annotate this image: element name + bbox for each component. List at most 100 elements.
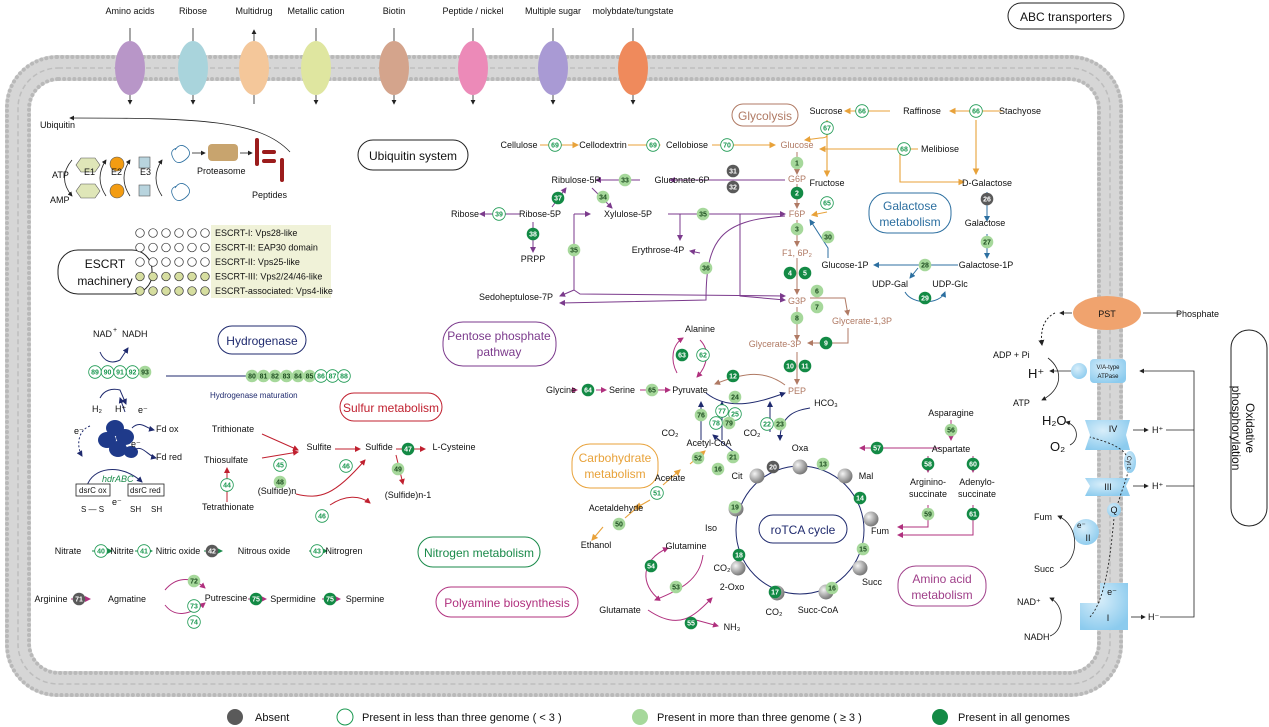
svg-text:Carbohydrate: Carbohydrate xyxy=(579,451,652,465)
enzyme-node: 40 xyxy=(94,544,108,558)
enzyme-node: 38 xyxy=(526,227,540,241)
enzyme-number: 65 xyxy=(648,388,656,395)
enzyme-status-high xyxy=(921,507,935,521)
pentose-edges xyxy=(479,187,786,306)
enzyme-node: 65 xyxy=(645,383,659,397)
enzyme-number: 13 xyxy=(819,462,827,469)
escrt-genome-dot xyxy=(174,271,184,282)
metabolite-cit: Cit xyxy=(732,471,743,481)
svg-text:SH: SH xyxy=(151,505,162,514)
enzyme-status-high xyxy=(694,408,708,422)
escrt-label: ESCRT-associated: Vps4-like xyxy=(215,286,333,296)
svg-text:PST: PST xyxy=(1098,309,1116,319)
enzyme-number: 29 xyxy=(921,296,929,303)
svg-text:Hydrogenase maturation: Hydrogenase maturation xyxy=(210,391,298,400)
svg-text:O₂: O₂ xyxy=(1050,439,1065,454)
enzyme-status-high xyxy=(291,369,305,383)
e2-icon xyxy=(109,156,125,172)
tca-intermediate-ball xyxy=(852,560,868,576)
enzyme-number: 16 xyxy=(714,467,722,474)
metabolite-acetyl-coa: Acetyl-CoA xyxy=(686,438,731,448)
enzyme-status-low xyxy=(315,509,329,523)
metabolite-oxa: Oxa xyxy=(792,443,809,453)
tca-intermediate-ball xyxy=(792,459,808,475)
svg-text:+: + xyxy=(113,327,117,334)
svg-text:Absent: Absent xyxy=(255,712,289,724)
metabolite-hco3: HCO₃ xyxy=(814,398,838,408)
transporter-protein xyxy=(458,41,488,95)
enzyme-number: 88 xyxy=(340,374,348,381)
enzyme-number: 90 xyxy=(104,370,112,377)
svg-text:H₂O: H₂O xyxy=(1042,413,1067,428)
metabolite-fum: Fum xyxy=(871,526,889,536)
enzyme-node: 84 xyxy=(291,369,305,383)
svg-text:ATP: ATP xyxy=(1013,398,1030,408)
enzyme-number: 40 xyxy=(97,549,105,556)
enzyme-number: 21 xyxy=(729,455,737,462)
metabolite-melibiose: Melibiose xyxy=(921,144,959,154)
peptides-icon xyxy=(255,138,284,182)
svg-text:Phosphate: Phosphate xyxy=(1176,309,1219,319)
enzyme-status-low xyxy=(969,104,983,118)
enzyme-status-low xyxy=(760,417,774,431)
enzyme-number: 73 xyxy=(190,604,198,611)
enzyme-node: 48 xyxy=(273,475,287,489)
enzyme-status-all xyxy=(870,441,884,455)
enzyme-status-low xyxy=(492,207,506,221)
enzyme-node: 30 xyxy=(821,230,835,244)
enzyme-number: 67 xyxy=(823,126,831,133)
escrt-label: ESCRT-I: Vps28-like xyxy=(215,228,297,238)
metabolite-co2: CO₂ xyxy=(662,428,680,438)
enzyme-node: 26 xyxy=(980,192,994,206)
escrt-genome-dot xyxy=(161,286,171,296)
enzyme-number: 33 xyxy=(621,178,629,185)
enzyme-status-high xyxy=(699,261,713,275)
tca-intermediate-ball xyxy=(749,468,765,484)
enzyme-node: 4 xyxy=(783,266,797,280)
metabolite-spermidine: Spermidine xyxy=(270,594,316,604)
enzyme-node: 56 xyxy=(944,423,958,437)
enzyme-node: 5 xyxy=(798,266,812,280)
enzyme-number: 19 xyxy=(731,505,739,512)
enzyme-status-all xyxy=(798,266,812,280)
svg-text:phosphorylation: phosphorylation xyxy=(1229,386,1243,471)
enzyme-number: 70 xyxy=(723,143,731,150)
metabolite-cellobiose: Cellobiose xyxy=(666,140,708,150)
enzyme-number: 46 xyxy=(342,464,350,471)
enzyme-node: 44 xyxy=(220,478,234,492)
enzyme-node: 46 xyxy=(339,459,353,473)
enzyme-number: 37 xyxy=(554,196,562,203)
metabolite-co2: CO₂ xyxy=(766,607,784,617)
svg-text:dsrC ox: dsrC ox xyxy=(79,486,107,495)
enzyme-number: 4 xyxy=(788,271,792,278)
svg-text:S — S: S — S xyxy=(81,505,104,514)
enzyme-node: 47 xyxy=(401,442,415,456)
enzyme-node: 75 xyxy=(249,592,263,606)
pathway-label-ubiquitin: Ubiquitin system xyxy=(357,139,469,171)
enzyme-node: 19 xyxy=(728,500,742,514)
enzyme-number: 42 xyxy=(208,549,216,556)
enzyme-status-all xyxy=(819,336,833,350)
enzyme-status-low xyxy=(310,544,324,558)
enzyme-status-all xyxy=(966,507,980,521)
enzyme-status-low xyxy=(709,416,723,430)
escrt-label: ESCRT-II: EAP30 domain xyxy=(215,243,318,253)
enzyme-number: 45 xyxy=(276,463,284,470)
enzyme-node: 7 xyxy=(810,300,824,314)
enzyme-node: 50 xyxy=(612,517,626,531)
enzyme-number: 22 xyxy=(763,422,771,429)
svg-text:roTCA cycle: roTCA cycle xyxy=(771,523,836,537)
metabolite-glycerate-3p: Glycerate-3P xyxy=(749,339,802,349)
enzyme-number: 71 xyxy=(75,597,83,604)
enzyme-status-all xyxy=(401,442,415,456)
metabolite-prpp: PRPP xyxy=(521,254,546,264)
enzyme-node: 32 xyxy=(726,180,740,194)
enzyme-number: 62 xyxy=(699,353,707,360)
svg-text:NADH: NADH xyxy=(122,329,148,339)
enzyme-status-high xyxy=(711,462,725,476)
enzyme-number: 46 xyxy=(318,514,326,521)
hdrabc-complex-icon xyxy=(98,420,138,458)
enzyme-node: 66 xyxy=(969,104,983,118)
